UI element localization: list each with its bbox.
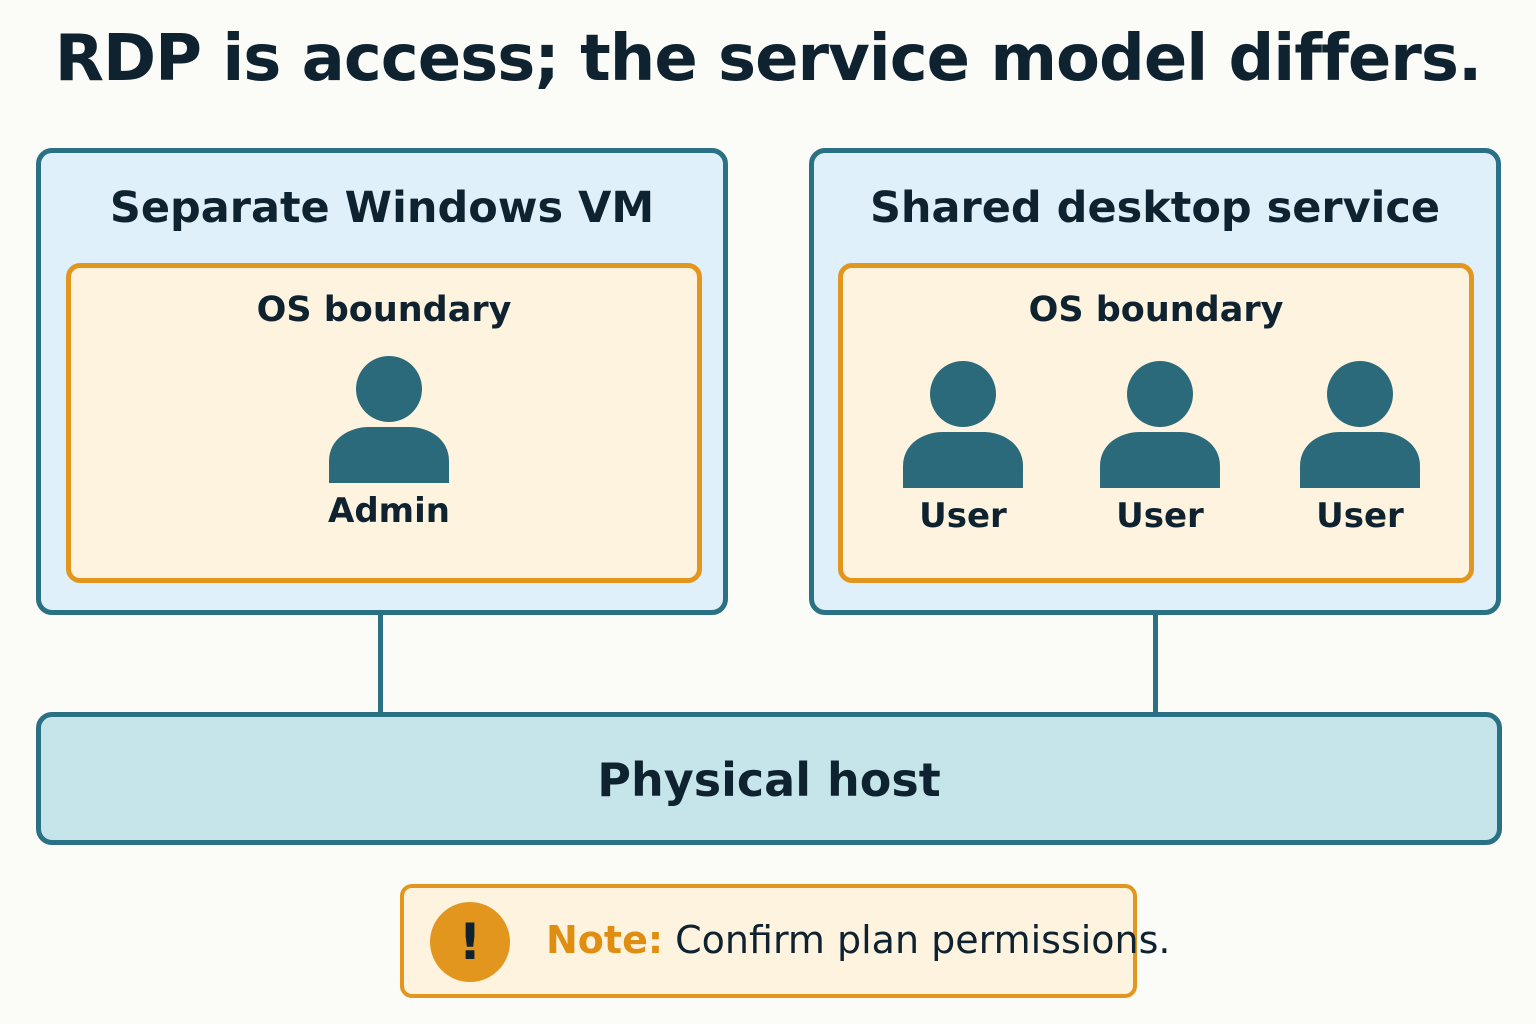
admin-person: Admin bbox=[319, 353, 459, 553]
person-icon bbox=[1300, 361, 1420, 488]
diagram-title: RDP is access; the service model differs… bbox=[54, 22, 1483, 96]
person-icon bbox=[903, 361, 1023, 488]
person-icon bbox=[329, 356, 449, 483]
person-icon bbox=[1100, 361, 1220, 488]
left-os-boundary-box: OS boundary Admin bbox=[66, 263, 702, 583]
right-panel-title: Shared desktop service bbox=[869, 183, 1441, 233]
physical-host-box: Physical host bbox=[36, 712, 1502, 845]
left-panel-separate-vm: Separate Windows VM OS boundary Admin bbox=[36, 148, 728, 615]
exclamation-icon: ! bbox=[430, 902, 510, 982]
user-label: User bbox=[1316, 496, 1404, 536]
user-label: User bbox=[1116, 496, 1204, 536]
physical-host-label: Physical host bbox=[597, 753, 941, 807]
user-label: User bbox=[919, 496, 1007, 536]
right-connector-line bbox=[1153, 612, 1158, 716]
right-os-boundary-label: OS boundary bbox=[1028, 290, 1284, 330]
note-text: Note: Confirm plan permissions. bbox=[546, 918, 1171, 962]
admin-label: Admin bbox=[328, 491, 450, 531]
right-os-boundary-box: OS boundary User User User bbox=[838, 263, 1474, 583]
left-panel-title: Separate Windows VM bbox=[109, 183, 655, 233]
right-panel-shared-desktop: Shared desktop service OS boundary User … bbox=[809, 148, 1501, 615]
note-prefix: Note: bbox=[546, 918, 664, 962]
left-os-boundary-label: OS boundary bbox=[256, 290, 512, 330]
note-message: Confirm plan permissions. bbox=[675, 918, 1171, 962]
user-person-2: User bbox=[1090, 358, 1230, 558]
user-person-1: User bbox=[893, 358, 1033, 558]
note-callout: ! Note: Confirm plan permissions. bbox=[400, 884, 1171, 998]
user-person-3: User bbox=[1290, 358, 1430, 558]
left-connector-line bbox=[378, 612, 383, 716]
